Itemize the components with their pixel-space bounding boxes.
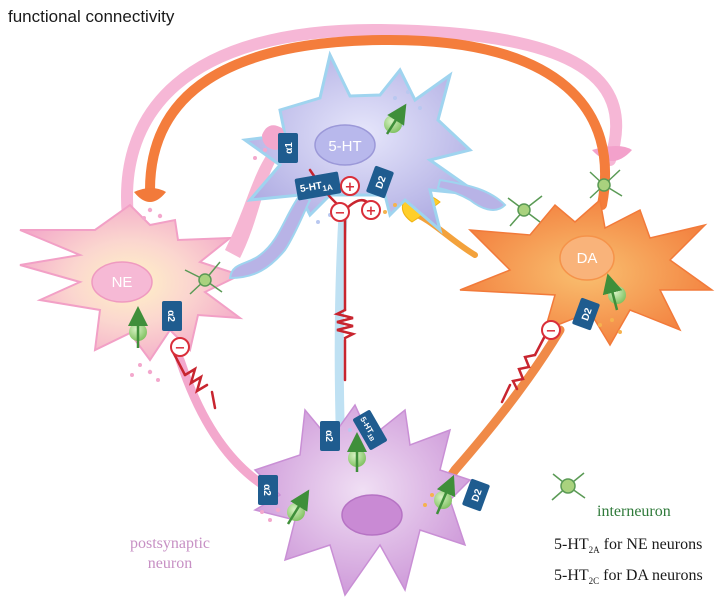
ne-zigzag bbox=[183, 366, 209, 394]
badge-alpha2-ne: α2 bbox=[162, 301, 182, 331]
badge-alpha2-post-top: α2 bbox=[320, 421, 340, 451]
svg-text:−: − bbox=[546, 324, 557, 339]
svg-text:D2: D2 bbox=[374, 174, 389, 190]
svg-text:D2: D2 bbox=[580, 306, 595, 322]
postsynaptic-label-line1: postsynaptic bbox=[130, 535, 210, 552]
ht2-receptor-ne-icon bbox=[128, 306, 148, 348]
minus-sign-ne: − bbox=[170, 337, 190, 357]
svg-text:α2: α2 bbox=[261, 484, 272, 496]
postsynaptic-nucleus bbox=[341, 494, 403, 536]
serotonin-zigzag bbox=[333, 308, 357, 340]
badge-d2-serotonin: D2 bbox=[366, 165, 394, 199]
ne-nucleus bbox=[91, 261, 153, 303]
ht2-receptor-post-center-icon bbox=[347, 432, 367, 472]
plus-sign-top: + bbox=[340, 176, 360, 196]
receptor-badges: α1 5-HT1A D2 α2 D2 α2 5-HT1B α2 bbox=[162, 133, 600, 512]
da-label: DA bbox=[577, 250, 598, 267]
legend: interneuron 5-HT2A for NE neurons 5-HT2C… bbox=[554, 503, 703, 586]
interneuron-ne-icon bbox=[184, 261, 223, 295]
ht2-receptor-post-right-icon bbox=[434, 474, 456, 515]
postsynaptic-label-line2: neuron bbox=[148, 555, 192, 572]
svg-text:α1: α1 bbox=[284, 142, 295, 154]
ht2-receptor-post-left-icon bbox=[286, 489, 310, 525]
badge-d2-da: D2 bbox=[572, 297, 600, 331]
svg-text:+: + bbox=[345, 180, 356, 195]
pink-connectivity-arc bbox=[121, 23, 623, 238]
ht2-receptor-serotonin-icon bbox=[384, 103, 407, 135]
badge-alpha2-post-left: α2 bbox=[258, 475, 278, 505]
diagram-title: functional connectivity bbox=[8, 7, 175, 26]
ht2-receptor-da-icon bbox=[602, 273, 626, 311]
serotonin-dendrite-right bbox=[436, 178, 507, 211]
minus-sign-left: − bbox=[330, 202, 350, 222]
legend-5ht2c: 5-HT2C for DA neurons bbox=[554, 567, 703, 586]
serotonin-nucleus bbox=[314, 124, 376, 166]
connectivity-arcs bbox=[121, 23, 632, 238]
badge-5ht1a: 5-HT1A bbox=[294, 171, 342, 201]
minus-sign-da: − bbox=[541, 320, 561, 340]
ht2-receptors bbox=[128, 103, 626, 525]
orange-arc-terminal bbox=[134, 188, 166, 202]
orange-connectivity-arc bbox=[145, 34, 611, 210]
interneuron-da-icon bbox=[589, 169, 623, 199]
svg-text:α2: α2 bbox=[165, 310, 176, 322]
interneuron-serotonin-icon bbox=[507, 195, 543, 227]
svg-text:−: − bbox=[175, 341, 186, 356]
interneuron-legend-icon bbox=[551, 472, 586, 501]
da-dendrite-to-yellow bbox=[407, 209, 478, 258]
da-nucleus bbox=[559, 235, 615, 281]
modulation-signs: + − + − − bbox=[170, 176, 561, 357]
badge-d2-post-right: D2 bbox=[462, 478, 490, 512]
svg-text:α2: α2 bbox=[323, 430, 334, 442]
serotonin-label: 5-HT bbox=[328, 138, 361, 155]
badge-alpha1: α1 bbox=[278, 133, 298, 163]
ne-label: NE bbox=[112, 274, 133, 291]
da-zigzag bbox=[511, 353, 537, 391]
svg-text:D2: D2 bbox=[470, 487, 485, 503]
svg-text:5-HT1A: 5-HT1A bbox=[299, 179, 333, 197]
legend-5ht2a: 5-HT2A for NE neurons bbox=[554, 536, 702, 555]
neurotransmitter-dots bbox=[130, 90, 622, 522]
plus-sign-right: + bbox=[361, 200, 381, 220]
da-axon bbox=[435, 325, 565, 497]
svg-text:−: − bbox=[335, 206, 346, 221]
interneurons bbox=[184, 169, 623, 501]
postsynaptic-neuron bbox=[253, 403, 472, 597]
serotonin-dendrite-left bbox=[228, 193, 312, 280]
svg-text:+: + bbox=[366, 204, 377, 219]
badge-5ht1b: 5-HT1B bbox=[353, 410, 387, 450]
legend-interneuron-label: interneuron bbox=[597, 503, 671, 520]
serotonin-axon bbox=[334, 210, 348, 425]
